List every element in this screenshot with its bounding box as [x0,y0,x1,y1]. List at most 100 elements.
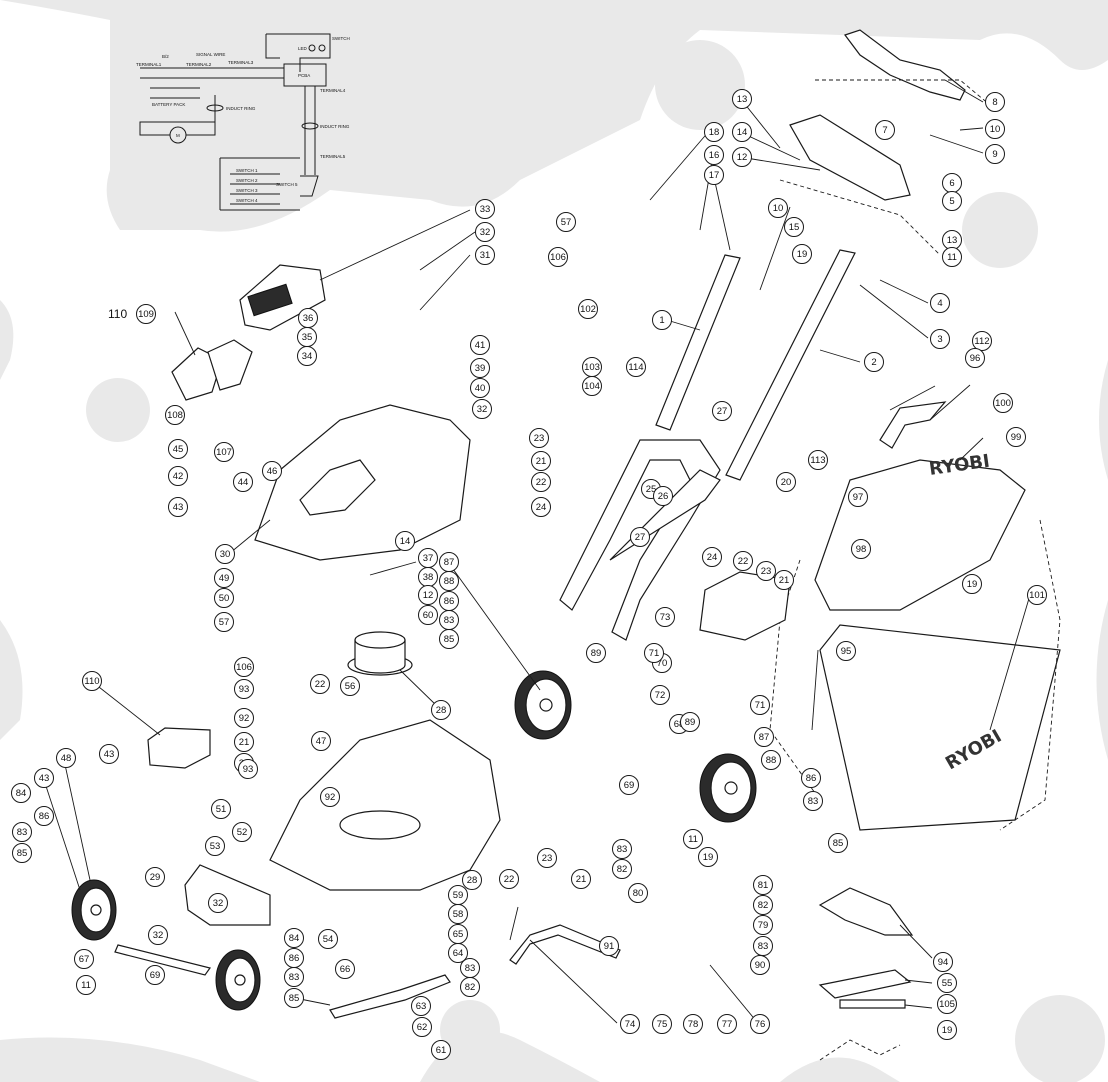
callout-number: 89 [591,648,602,659]
callout-number: 44 [238,477,249,488]
callout-83: 83 [12,822,32,842]
callout-number: 11 [688,834,698,845]
callout-87: 87 [439,552,459,572]
callout-number: 83 [289,972,300,983]
callout-circle [985,119,1005,139]
callout-number: 88 [444,576,455,587]
callout-53: 53 [205,836,225,856]
callout-number: 21 [239,737,250,748]
schem-switch5: SWITCH 5 [276,182,298,187]
callout-circle [12,822,32,842]
wheel-87-rear [514,670,572,740]
callout-number: 62 [417,1022,428,1033]
upper-handle-tube-2 [725,249,856,481]
callout-number: 83 [465,963,476,974]
callout-number: 32 [213,898,224,909]
callout-number: 57 [219,617,230,628]
callout-circle [335,959,355,979]
callout-77: 77 [717,1014,737,1034]
callout-28: 28 [431,700,451,720]
callout-circle [214,442,234,462]
callout-number: 21 [536,456,547,467]
callout-69: 69 [145,965,165,985]
schem-terminal5: TERMINAL5 [320,154,346,159]
callout-number: 2 [871,357,876,368]
callout-22: 22 [531,472,551,492]
callout-circle [985,92,1005,112]
callout-17: 17 [704,165,724,185]
catcher-handle-112 [879,401,947,449]
callout-number: 85 [833,838,844,849]
handle-top-grip [844,29,966,101]
callout-number: 83 [617,844,628,855]
callout-circle [34,768,54,788]
callout-circle [717,1014,737,1034]
callout-69: 69 [619,775,639,795]
callout-number: 43 [39,773,50,784]
callout-number: 51 [216,804,227,815]
callout-circle [475,199,495,219]
callout-number: 32 [477,404,488,415]
callout-circle [768,198,788,218]
callout-circle [630,527,650,547]
mulch-insert-73 [699,571,791,641]
callout-number: 83 [444,615,455,626]
callout-19: 19 [962,574,982,594]
callout-14: 14 [395,531,415,551]
callout-circle [234,657,254,677]
callout-circle [620,1014,640,1034]
callout-number: 55 [942,978,953,989]
callout-number: 73 [660,612,671,623]
callout-circle [412,1017,432,1037]
callout-number: 86 [806,773,817,784]
callout-85: 85 [284,988,304,1008]
callout-circle [732,147,752,167]
callout-circle [571,869,591,889]
callout-number: 24 [536,502,547,513]
callout-circle [470,335,490,355]
discharge-chute-55 [818,969,912,999]
callout-circle [76,975,96,995]
callout-number: 29 [150,872,161,883]
front-cover-29 [184,864,271,926]
callout-23: 23 [756,561,776,581]
callout-42: 42 [168,466,188,486]
callout-circle [284,967,304,987]
callout-91: 91 [599,936,619,956]
callout-33: 33 [475,199,495,219]
callout-4: 4 [930,293,950,313]
callout-number: 43 [173,502,184,513]
schem-terminal1: TERMINAL1 [136,62,162,67]
callout-72: 72 [650,685,670,705]
callout-number: 94 [938,957,949,968]
callout-number: 89 [685,717,696,728]
callout-number: 98 [856,544,867,555]
callout-number: 11 [81,980,91,991]
callout-24: 24 [531,497,551,517]
callout-90: 90 [750,955,770,975]
callout-circle [756,561,776,581]
callout-circle [234,679,254,699]
callout-circle [985,144,1005,164]
callout-number: 36 [303,313,314,324]
callout-number: 82 [617,864,628,875]
callout-number: 8 [992,97,997,108]
callout-circle [1027,585,1047,605]
callout-number: 39 [475,363,486,374]
callout-circle [448,904,468,924]
callout-circle [586,643,606,663]
callout-circle [238,759,258,779]
schem-terminal3: TERMINAL3 [228,60,254,65]
callout-18: 18 [704,122,724,142]
callout-83: 83 [284,967,304,987]
callout-circle [644,643,664,663]
callout-92: 92 [320,787,340,807]
callout-55: 55 [937,973,957,993]
callout-1: 1 [652,310,672,330]
callout-circle [318,929,338,949]
callout-11: 11 [942,247,962,267]
callout-circle [462,870,482,890]
schem-terminal4: TERMINAL4 [320,88,346,93]
callout-number: 46 [267,466,278,477]
callout-circle [619,775,639,795]
